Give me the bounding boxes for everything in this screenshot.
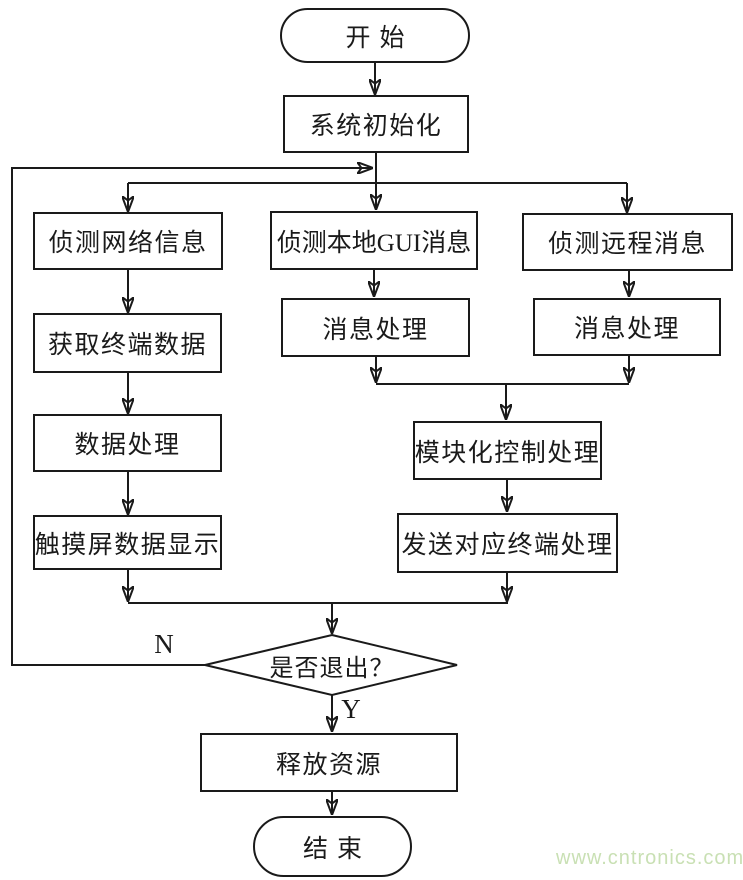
process-send-terminal: 发送对应终端处理 <box>397 513 618 573</box>
process-touchscreen-display: 触摸屏数据显示 <box>33 515 222 570</box>
watermark-text: www.cntronics.com <box>556 847 743 869</box>
edge-feedback-no <box>11 168 372 666</box>
process-detect-network: 侦测网络信息 <box>33 212 223 270</box>
process-modular-control: 模块化控制处理 <box>413 421 602 480</box>
process-detect-local-gui: 侦测本地GUI消息 <box>270 211 478 270</box>
process-release-resources: 释放资源 <box>200 733 458 792</box>
process-message-processing-mid: 消息处理 <box>281 298 470 357</box>
process-get-terminal-data: 获取终端数据 <box>33 313 222 373</box>
edge-label-no: N <box>154 628 174 659</box>
process-message-processing-right: 消息处理 <box>533 298 721 356</box>
process-data-processing: 数据处理 <box>33 414 222 472</box>
end-terminator: 结束 <box>253 816 412 877</box>
decision-label: 是否退出？ <box>269 655 395 682</box>
process-detect-remote: 侦测远程消息 <box>522 213 733 271</box>
edge-label-yes: Y <box>341 693 361 724</box>
process-system-init: 系统初始化 <box>283 95 469 153</box>
start-terminator: 开始 <box>280 8 470 63</box>
